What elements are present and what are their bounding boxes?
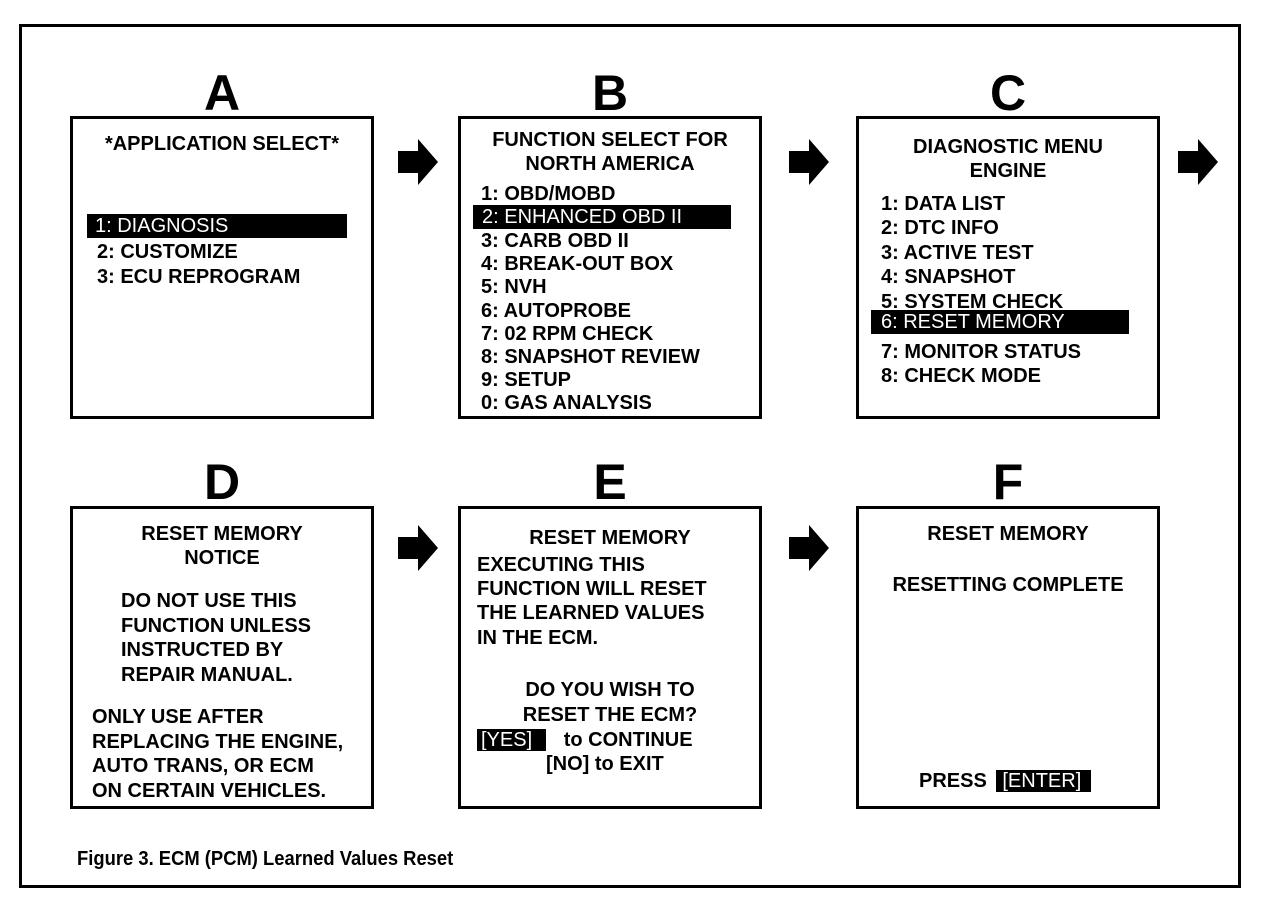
- screen-e-title: RESET MEMORY: [529, 527, 691, 549]
- menu-item-data-list[interactable]: 1: DATA LIST: [881, 193, 1006, 215]
- only-use-line-1: ONLY USE AFTER: [92, 706, 264, 728]
- screen-d-title-line2: NOTICE: [184, 547, 260, 569]
- screen-a-title: *APPLICATION SELECT*: [104, 133, 340, 155]
- arrow-right-icon: [789, 525, 829, 571]
- screen-f-title: RESET MEMORY: [927, 523, 1089, 545]
- screen-a: *APPLICATION SELECT* 1: DIAGNOSIS 2: CUS…: [70, 116, 374, 419]
- menu-item-diagnosis[interactable]: 1: DIAGNOSIS: [87, 214, 347, 238]
- no-exit-line[interactable]: [NO] to EXIT: [546, 753, 664, 775]
- arrow-right-icon: [398, 525, 438, 571]
- menu-item-system-check[interactable]: 5: SYSTEM CHECK: [881, 291, 1064, 313]
- menu-item-monitor-status[interactable]: 7: MONITOR STATUS: [881, 341, 1081, 363]
- menu-item-dtc-info[interactable]: 2: DTC INFO: [881, 217, 999, 239]
- screen-f: RESET MEMORY RESETTING COMPLETE PRESS [E…: [856, 506, 1160, 809]
- panel-letter-d: D: [203, 454, 241, 510]
- menu-item-o2-rpm-check[interactable]: 7: 02 RPM CHECK: [481, 323, 654, 345]
- execute-line-2: FUNCTION WILL RESET: [477, 578, 707, 600]
- panel-letter-a: A: [203, 65, 241, 121]
- menu-item-nvh[interactable]: 5: NVH: [481, 276, 547, 298]
- panel-letter-f: F: [992, 454, 1024, 510]
- screen-c: DIAGNOSTIC MENU ENGINE 1: DATA LIST 2: D…: [856, 116, 1160, 419]
- press-text: PRESS: [919, 770, 987, 792]
- screen-c-title-line2: ENGINE: [969, 160, 1047, 182]
- execute-line-3: THE LEARNED VALUES: [477, 602, 705, 624]
- menu-item-setup[interactable]: 9: SETUP: [481, 369, 572, 391]
- menu-item-active-test[interactable]: 3: ACTIVE TEST: [881, 242, 1034, 264]
- screen-c-title-line1: DIAGNOSTIC MENU: [913, 136, 1103, 158]
- menu-item-gas-analysis[interactable]: 0: GAS ANALYSIS: [481, 392, 652, 414]
- screen-d: RESET MEMORY NOTICE DO NOT USE THIS FUNC…: [70, 506, 374, 809]
- execute-line-1: EXECUTING THIS: [477, 554, 645, 576]
- panel-letter-b: B: [591, 65, 629, 121]
- notice-line-3: INSTRUCTED BY: [121, 639, 284, 661]
- screen-b-title-line1: FUNCTION SELECT FOR: [492, 129, 728, 151]
- menu-item-obd-mobd[interactable]: 1: OBD/MOBD: [481, 183, 616, 205]
- menu-item-carb-obd2[interactable]: 3: CARB OBD II: [481, 230, 629, 252]
- menu-item-snapshot[interactable]: 4: SNAPSHOT: [881, 266, 1016, 288]
- figure-caption: Figure 3. ECM (PCM) Learned Values Reset: [77, 848, 454, 870]
- only-use-line-3: AUTO TRANS, OR ECM: [92, 755, 314, 777]
- notice-line-1: DO NOT USE THIS: [121, 590, 297, 612]
- menu-item-snapshot-review[interactable]: 8: SNAPSHOT REVIEW: [481, 346, 700, 368]
- yes-key[interactable]: [YES]: [477, 729, 547, 751]
- resetting-complete-status: RESETTING COMPLETE: [892, 574, 1124, 596]
- panel-letter-e: E: [593, 454, 627, 510]
- arrow-right-icon: [398, 139, 438, 185]
- press-enter-row: PRESS [ENTER]: [919, 769, 1092, 793]
- only-use-line-4: ON CERTAIN VEHICLES.: [92, 780, 327, 802]
- only-use-line-2: REPLACING THE ENGINE,: [92, 731, 344, 753]
- menu-item-ecu-reprogram[interactable]: 3: ECU REPROGRAM: [97, 266, 301, 288]
- panel-letter-c: C: [989, 65, 1027, 121]
- figure-frame: [19, 24, 1241, 888]
- question-line-2: RESET THE ECM?: [522, 704, 698, 726]
- arrow-right-icon: [1178, 139, 1218, 185]
- execute-line-4: IN THE ECM.: [477, 627, 599, 649]
- menu-item-reset-memory[interactable]: 6: RESET MEMORY: [871, 310, 1129, 334]
- screen-b-title-line2: NORTH AMERICA: [525, 153, 695, 175]
- question-line-1: DO YOU WISH TO: [525, 679, 695, 701]
- screen-d-title-line1: RESET MEMORY: [141, 523, 303, 545]
- menu-item-autoprobe[interactable]: 6: AUTOPROBE: [481, 300, 632, 322]
- arrow-right-icon: [789, 139, 829, 185]
- menu-item-break-out-box[interactable]: 4: BREAK-OUT BOX: [481, 253, 674, 275]
- notice-line-4: REPAIR MANUAL.: [121, 664, 293, 686]
- yes-row: [YES] to CONTINUE: [477, 728, 693, 752]
- enter-key[interactable]: [ENTER]: [996, 770, 1092, 792]
- menu-item-enhanced-obd2[interactable]: 2: ENHANCED OBD II: [473, 205, 731, 229]
- yes-continue-text: to CONTINUE: [563, 729, 693, 751]
- menu-item-customize[interactable]: 2: CUSTOMIZE: [97, 241, 238, 263]
- menu-item-check-mode[interactable]: 8: CHECK MODE: [881, 365, 1042, 387]
- screen-b: FUNCTION SELECT FOR NORTH AMERICA 1: OBD…: [458, 116, 762, 419]
- screen-e: RESET MEMORY EXECUTING THIS FUNCTION WIL…: [458, 506, 762, 809]
- notice-line-2: FUNCTION UNLESS: [121, 615, 311, 637]
